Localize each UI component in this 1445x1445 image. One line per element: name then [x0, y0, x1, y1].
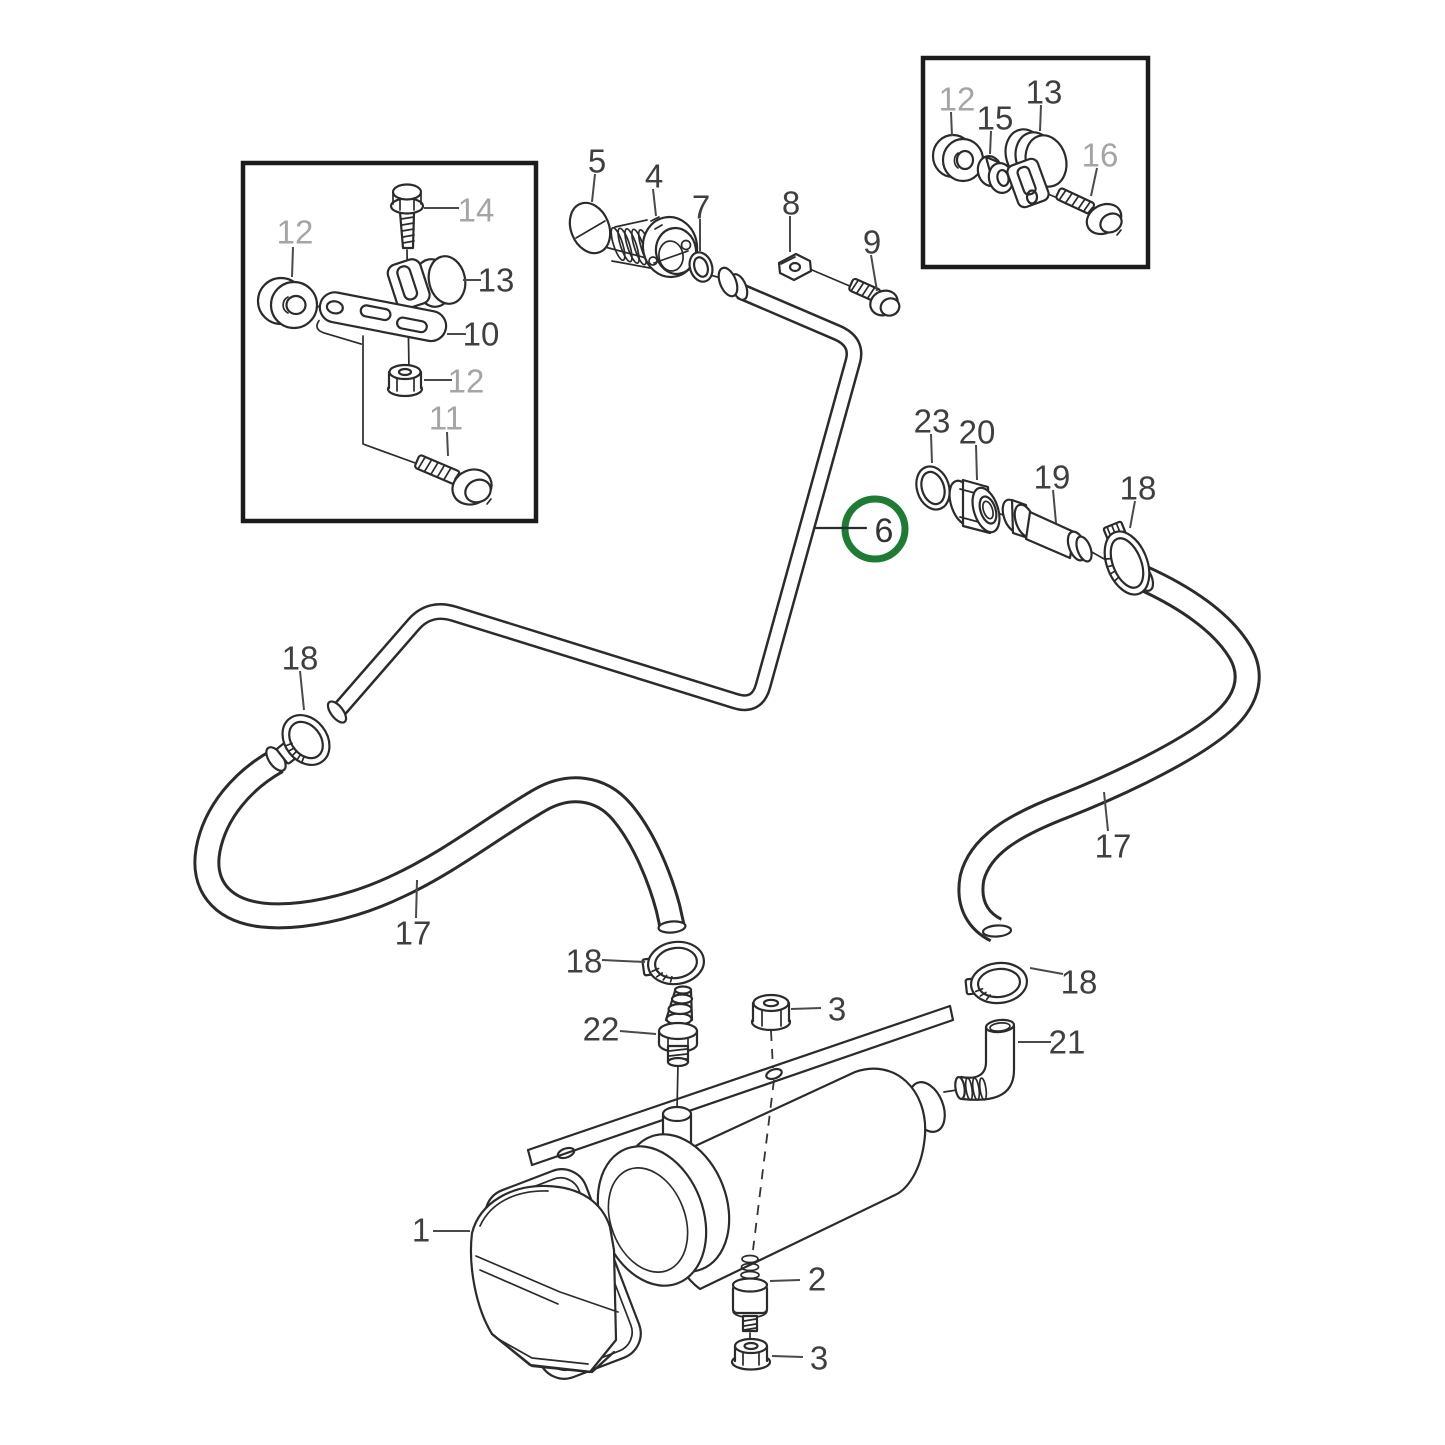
- hose-clamp-18-left: [276, 714, 331, 766]
- callout-20: 20: [959, 414, 996, 451]
- callout-18: 18: [1120, 470, 1157, 507]
- callout-3: 3: [810, 1340, 828, 1377]
- inset-box-right: [920, 55, 1151, 270]
- callout-9: 9: [863, 224, 881, 261]
- pipe-6: [326, 266, 863, 724]
- nut-3-bottom: [730, 1337, 772, 1371]
- callout-14: 14: [458, 192, 495, 229]
- callout-12: 12: [277, 214, 314, 251]
- callout-6: 6: [875, 512, 894, 550]
- inset-box-left: [240, 160, 539, 524]
- callout-22: 22: [583, 1011, 620, 1048]
- nipple-19: [1001, 498, 1093, 563]
- callout-17: 17: [1095, 828, 1132, 865]
- washer-12-inset: [256, 276, 319, 330]
- canister-1: [469, 1067, 958, 1380]
- leader-lines: [291, 104, 1136, 1358]
- callout-16: 16: [1082, 137, 1119, 174]
- nut-3-top: [750, 993, 792, 1032]
- hose-clamp-18-top-right: [1102, 520, 1151, 596]
- hose-17-right: [957, 562, 1261, 943]
- callout-19: 19: [1034, 459, 1071, 496]
- clip-8: [777, 252, 853, 288]
- clamp-13-right-inset: [1004, 128, 1068, 209]
- callout-4: 4: [645, 158, 663, 195]
- connector-group: [915, 465, 1107, 563]
- callout-13: 13: [478, 262, 515, 299]
- callout-7: 7: [692, 189, 710, 226]
- nut-20: [948, 478, 1001, 535]
- fitting-4: [610, 215, 699, 279]
- elbow-21: [954, 1018, 1016, 1101]
- inset-right-parts: [931, 128, 1123, 236]
- callout-8: 8: [782, 185, 800, 222]
- highlight-part-6: 6: [814, 495, 909, 563]
- valve-group: [568, 201, 901, 317]
- inset-left-parts: [256, 183, 493, 506]
- callout-18: 18: [566, 943, 603, 980]
- callout-23: 23: [914, 403, 951, 440]
- bushing-15: [976, 155, 1015, 194]
- bracket-10: [316, 291, 448, 345]
- callout-12: 12: [448, 363, 485, 400]
- clamp-13-left-inset: [386, 255, 467, 310]
- callout-10: 10: [463, 316, 500, 353]
- bolt-16: [1055, 187, 1123, 236]
- callout-18: 18: [1061, 964, 1098, 1001]
- mount-bracket: [526, 1004, 955, 1167]
- callout-12: 12: [939, 81, 976, 118]
- bolt-11: [414, 454, 493, 506]
- callout-1: 1: [412, 1212, 430, 1249]
- callout-3: 3: [828, 991, 846, 1028]
- nut-12-inset: [386, 363, 424, 398]
- callout-18: 18: [282, 640, 319, 677]
- callout-5: 5: [588, 143, 606, 180]
- canister-assembly: [469, 985, 1016, 1380]
- cap-5: [568, 201, 612, 255]
- stud-2: [731, 1254, 769, 1344]
- callout-11: 11: [429, 400, 463, 437]
- callout-17: 17: [395, 915, 432, 952]
- callout-13: 13: [1026, 74, 1063, 111]
- o-ring-7: [688, 251, 714, 283]
- seal-ring-23: [915, 465, 951, 511]
- screw-9: [848, 277, 901, 317]
- callout-21: 21: [1049, 1024, 1086, 1061]
- bolt-14: [389, 183, 425, 250]
- washer-12-right-inset: [931, 133, 985, 183]
- callout-2: 2: [808, 1261, 826, 1298]
- hose-clamp-18-bottom-center: [641, 940, 705, 986]
- callout-15: 15: [977, 100, 1014, 137]
- hose-clamp-18-bottom-right: [964, 961, 1029, 1005]
- hose-17-left: [193, 746, 687, 934]
- pipe-6-end: [326, 700, 348, 724]
- fitting-22: [657, 985, 699, 1068]
